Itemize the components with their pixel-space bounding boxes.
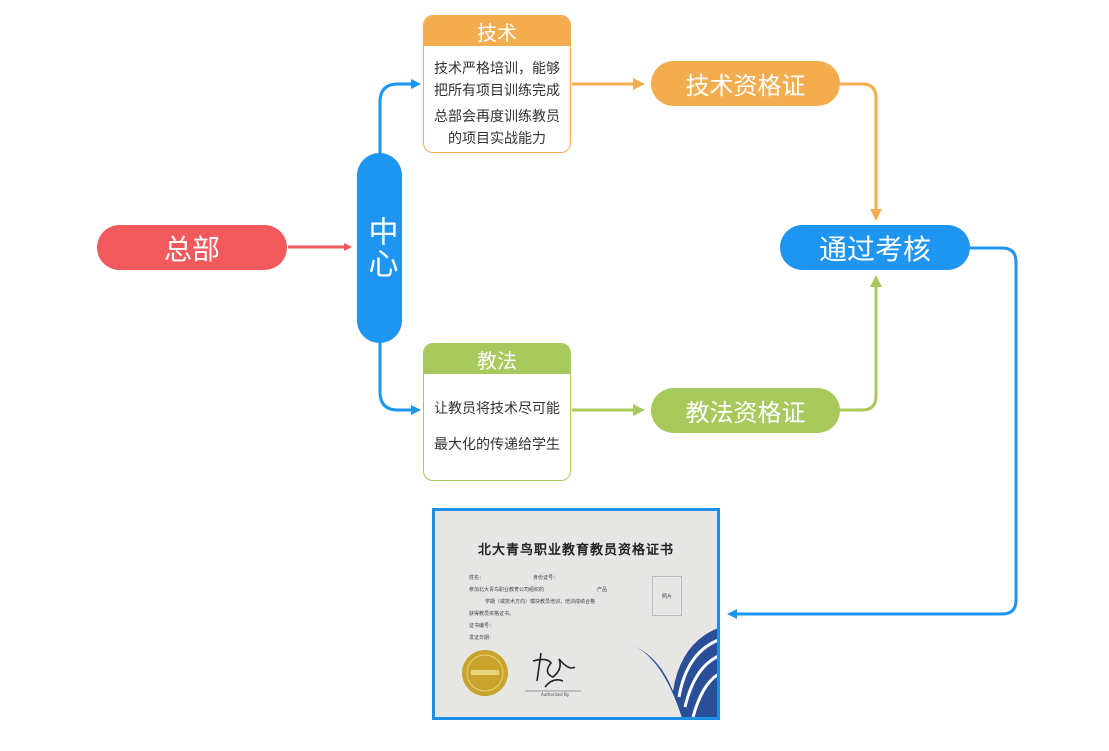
tech-line-4: 的项目实战能力 [448, 131, 546, 147]
pass-to-certificate-arrow [727, 246, 1018, 619]
tech-cert-node: 技术资格证 [651, 61, 840, 106]
center-node: 中心 [357, 153, 402, 343]
cert-product-label: 产品 [597, 587, 608, 593]
teach-box: 教法 让教员将技术尽可能 最大化的传递给学生 [423, 343, 571, 481]
cert-no-label: 证书编号： [469, 623, 495, 629]
cert-line-1: 参加北大青鸟职业教育公司组织的 [469, 587, 545, 593]
tech-line-2: 把所有项目训练完成 [434, 83, 560, 99]
authorized-by-label: Authorized By [541, 692, 570, 697]
teach-cert-node: 教法资格证 [651, 388, 840, 433]
teach-line-2: 最大化的传递给学生 [434, 437, 560, 453]
hq-node: 总部 [97, 225, 287, 270]
swoosh-logo-icon [625, 628, 717, 717]
photo-label: 照片 [661, 593, 672, 600]
teach-cert-label: 教法资格证 [685, 399, 806, 427]
hq-label: 总部 [163, 232, 220, 266]
cert-name-label: 姓名： [469, 575, 485, 581]
techcert-to-pass-arrow [840, 82, 882, 221]
certificate-title: 北大青鸟职业教育教员资格证书 [477, 543, 674, 558]
cert-date-label: 发证日期： [469, 635, 495, 641]
pass-node: 通过考核 [780, 225, 970, 270]
center-to-teach-arrow [378, 343, 421, 415]
certificate-image: 北大青鸟职业教育教员资格证书 姓名： 身份证号： 参加北大青鸟职业教育公司组织的… [432, 508, 720, 720]
teach-box-title: 教法 [424, 344, 570, 374]
center-to-tech-arrow [378, 79, 421, 155]
tech-line-1: 技术严格培训，能够 [434, 61, 560, 77]
teachcert-to-pass-arrow [840, 275, 882, 412]
pass-label: 通过考核 [818, 232, 931, 266]
photo-box: 照片 [652, 576, 682, 616]
cert-line-3: 获得教员资格证书。 [469, 611, 515, 617]
tech-line-3: 总部会再度训练教员 [434, 109, 560, 125]
teach-line-1: 让教员将技术尽可能 [434, 401, 560, 417]
tech-box-title: 技术 [424, 16, 570, 46]
cert-id-label: 身份证号： [533, 575, 559, 581]
cert-line-2: 学期（或技术方向）模块教员培训，培训成绩合格 [485, 599, 596, 605]
center-label: 中心 [362, 216, 398, 280]
gold-seal-icon [462, 650, 508, 696]
signature-icon [525, 652, 581, 692]
tech-cert-label: 技术资格证 [685, 72, 806, 100]
tech-box: 技术 技术严格培训，能够 把所有项目训练完成 总部会再度训练教员 的项目实战能力 [423, 15, 571, 153]
